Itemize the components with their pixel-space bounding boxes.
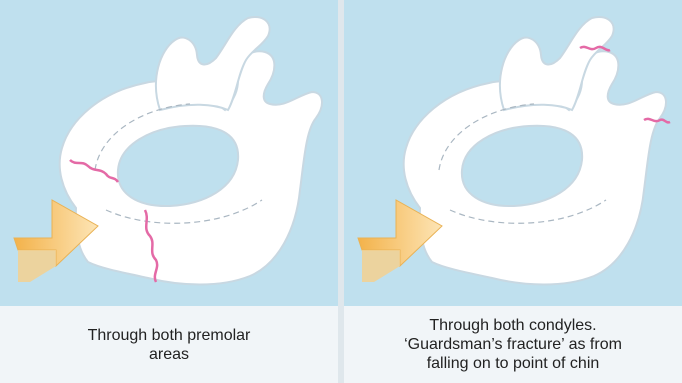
- caption-box: Through both condyles. ‘Guardsman’s frac…: [344, 306, 682, 383]
- caption-premolar: Through both premolar areas: [88, 326, 251, 364]
- mandible-illustration: [0, 0, 338, 306]
- mandible-illustration: [344, 0, 682, 306]
- panel-illustration: [0, 0, 338, 306]
- caption-box: Through both premolar areas: [0, 306, 338, 383]
- caption-condyle: Through both condyles. ‘Guardsman’s frac…: [404, 316, 622, 373]
- panel-premolar-fracture: Through both premolar areas: [0, 0, 338, 383]
- panel-illustration: [344, 0, 682, 306]
- panel-condyle-fracture: Through both condyles. ‘Guardsman’s frac…: [344, 0, 682, 383]
